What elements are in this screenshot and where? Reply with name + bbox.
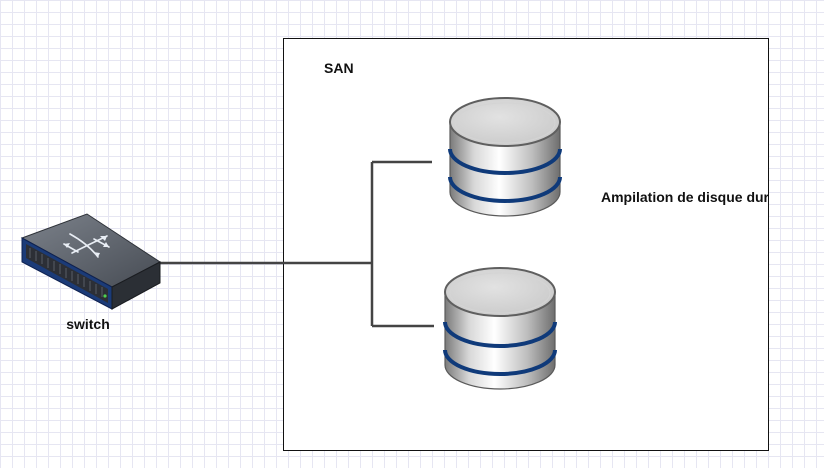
disk-array-label: Ampilation de disque dur <box>600 189 769 205</box>
hard-disk-icon[interactable] <box>448 97 562 217</box>
hard-disk-icon[interactable] <box>443 267 557 390</box>
switch-label: switch <box>66 316 110 332</box>
san-label: SAN <box>324 60 354 76</box>
connection-lines <box>158 160 434 328</box>
network-switch-icon[interactable] <box>20 213 161 310</box>
